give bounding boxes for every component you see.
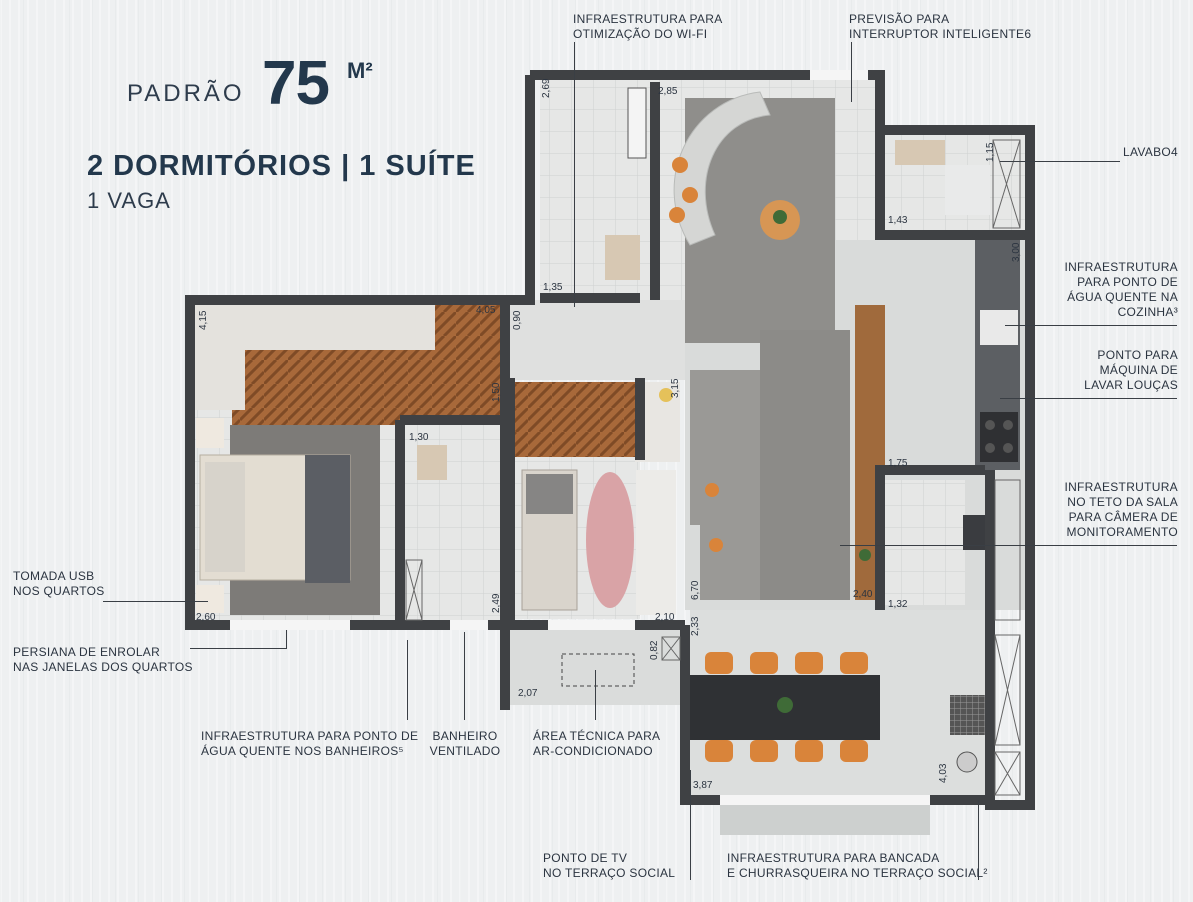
leader-line [840,545,1177,546]
kitchen [880,240,1020,605]
dim-label: 1,35 [543,282,563,293]
dim-label: 0,90 [512,310,523,330]
leader-line [595,670,596,720]
dim-label: 4,15 [198,310,209,330]
dim-label: 2,10 [655,612,675,623]
dim-label: 2,07 [518,688,538,699]
leader-line [286,630,287,649]
openings [230,70,930,805]
social-terrace [561,652,985,773]
dim-label: 0,82 [649,640,660,660]
leader-line [1000,398,1177,399]
lavabo [895,140,990,215]
dim-label: 4,05 [476,305,496,316]
leader-line [464,632,465,720]
leader-line [407,640,408,720]
dim-label: 1,75 [888,458,908,469]
second-bedroom [515,382,680,619]
leader-line [690,770,691,880]
dim-label: 1,50 [491,382,502,402]
dim-label: 2,69 [541,78,552,98]
plan-type-label: PADRÃO [127,80,245,107]
area-value: 75 [262,49,330,118]
dim-label: 3,15 [670,378,681,398]
dim-label: 1,32 [888,599,908,610]
leader-line [1000,161,1120,162]
leader-line [103,601,208,602]
glass [405,139,1021,796]
living-room [669,91,885,600]
leader-line [574,42,575,307]
dim-label: 3,00 [1011,242,1022,262]
dim-label: 3,87 [693,780,713,791]
master-bedroom [195,305,504,615]
rooms-title: 2 DORMITÓRIOS | 1 SUÍTE [87,150,476,182]
dim-label: 6,70 [690,580,701,600]
social-bathroom [540,85,650,295]
leader-line [190,648,287,649]
area-unit: M² [347,58,373,83]
dim-label: 2,33 [690,616,701,636]
dim-label: 2,60 [196,612,216,623]
dim-label: 1,30 [409,432,429,443]
suite-bathroom [405,420,500,620]
parking-label: 1 VAGA [87,188,171,213]
dim-label: 4,03 [938,763,949,783]
dim-label: 2,40 [853,589,873,600]
dim-label: 2,49 [491,593,502,613]
leader-line [1005,325,1177,326]
leader-line [851,42,852,102]
dim-label: 1,15 [985,142,996,162]
leader-line [978,800,979,880]
annotation-lavabo: LAVABO4 [1122,145,1178,159]
dim-label: 1,43 [888,215,908,226]
dim-label: 2,85 [658,86,678,97]
